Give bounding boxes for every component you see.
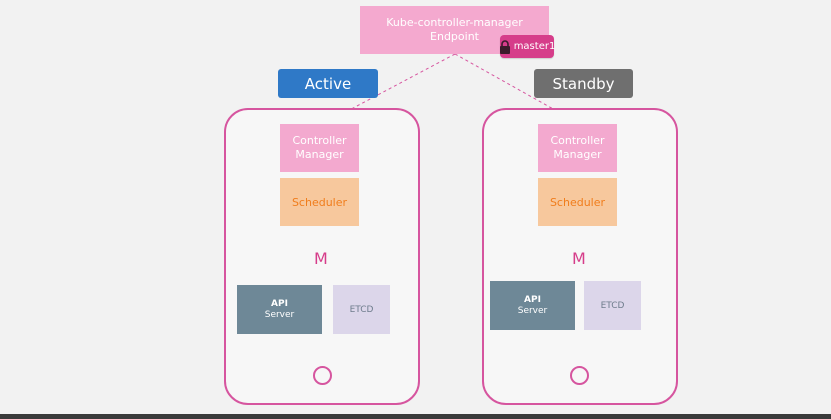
controller-manager-label-1: Controller (550, 134, 605, 147)
status-standby: Standby (534, 69, 633, 98)
lock-icon (499, 39, 511, 54)
controller-manager-box: Controller Manager (280, 124, 359, 172)
api-server-box: API Server (237, 285, 322, 334)
lock-badge: master1 (499, 35, 556, 58)
controller-manager-label-2: Manager (295, 148, 344, 161)
endpoint-box: Kube-controller-manager Endpoint (360, 6, 549, 54)
api-server-box: API Server (490, 281, 575, 330)
server-label: Server (264, 309, 295, 320)
controller-manager-box: Controller Manager (538, 124, 617, 172)
controller-manager-label-1: Controller (292, 134, 347, 147)
home-button-icon (313, 366, 332, 385)
server-label: Server (517, 305, 548, 316)
endpoint-title: Kube-controller-manager (386, 16, 523, 29)
controller-manager-label-2: Manager (553, 148, 602, 161)
home-button-icon (570, 366, 589, 385)
scheduler-box: Scheduler (280, 178, 359, 226)
status-active: Active (278, 69, 378, 98)
endpoint-subtitle: Endpoint (430, 30, 479, 43)
master-label: M (572, 249, 586, 268)
etcd-box: ETCD (584, 281, 641, 330)
bottom-bar (0, 414, 831, 419)
master-label: M (314, 249, 328, 268)
api-label: API (271, 298, 288, 309)
lock-label: master1 (513, 41, 556, 52)
connector-active (322, 53, 456, 125)
scheduler-box: Scheduler (538, 178, 617, 226)
etcd-box: ETCD (333, 285, 390, 334)
api-label: API (524, 294, 541, 305)
